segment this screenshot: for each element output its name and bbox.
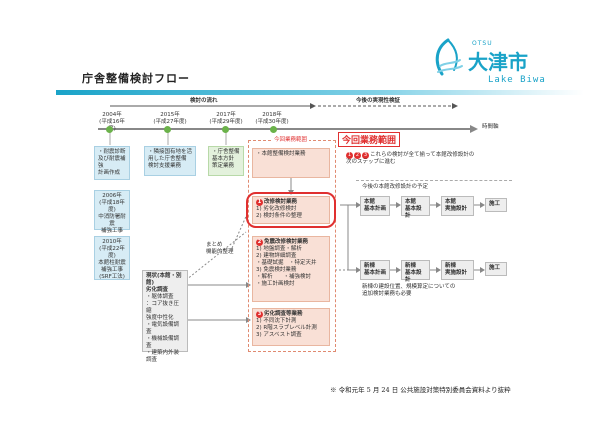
scope-label: 今回業務範囲 <box>272 137 310 144</box>
box-2017: ・庁舎整備基本方針策定業務 <box>208 146 244 176</box>
status-box: 現状(本館・別館) 劣化調査 ・躯体調査 ：コア抜き圧縮 強度中性化 ・電気設備… <box>142 270 188 363</box>
upper-step-basic-plan: 本館 基本計画 <box>360 196 390 216</box>
logo-otsu-text: OTSU <box>472 40 493 47</box>
lower-step-construction: 施工 <box>485 262 507 276</box>
summary-note: まとめ 機能的整理 <box>206 242 234 255</box>
box-2015: ・隣接国有地を活用した庁舎整備検討支援業務 <box>144 146 196 176</box>
lower-step-basic-plan: 新棟 基本計画 <box>360 260 390 280</box>
box-2006: 2006年(平成18年度)中消防署耐震補強工事 <box>94 190 130 234</box>
upper-step-detail-design: 本館 実施設計 <box>441 196 474 216</box>
logo-english-text: Lake Biwa <box>488 75 546 85</box>
upper-path-divider <box>356 180 512 181</box>
year-dot-2017 <box>222 126 229 133</box>
current-box: ・本館整備検討業務 <box>252 148 330 178</box>
footnote: ※ 令和元年 5 月 24 日 公共施設対策特別委員会資料より抜粋 <box>330 386 511 394</box>
lower-step-detail-design: 新棟 実施設計 <box>441 260 474 280</box>
future-label: 今後の実現性検証 <box>356 98 401 104</box>
box-2010: 2010年(平成22年度)本館柱耐震補強工事(SRF工法) <box>94 236 130 280</box>
year-2017: 2017年(平成29年度) <box>209 112 243 125</box>
lower-step-basic-design: 新棟 基本設計 <box>401 260 430 283</box>
header-bar <box>56 90 584 95</box>
scope-highlight-frame <box>246 192 336 228</box>
year-dot-2018 <box>270 126 277 133</box>
upper-path-note: 今後の本館改修設計の予定 <box>362 184 429 190</box>
logo-kanji-text: 大津市 <box>468 50 528 74</box>
scope-big-label: 今回業務範囲 <box>338 132 401 147</box>
year-dot-2015 <box>164 126 171 133</box>
upper-step-basic-design: 本館 基本設計 <box>401 196 430 219</box>
lake-logo-icon <box>435 38 463 76</box>
year-2018: 2018年(平成30年度) <box>255 112 289 125</box>
upper-step-construction: 施工 <box>485 198 507 212</box>
box-2004: ・耐震診断及び耐震補強計画作成 <box>94 146 130 180</box>
year-2015: 2015年(平成27年度) <box>153 112 187 125</box>
page-title: 庁舎整備検討フロー <box>82 72 190 85</box>
lower-path-note: 新棟の建設位置、規模算定についての 追加検討業務も必要 <box>362 284 456 297</box>
year-dot-2004 <box>106 126 113 133</box>
axis-label: 時間軸 <box>482 124 499 130</box>
flow-label: 検討の流れ <box>190 98 218 104</box>
